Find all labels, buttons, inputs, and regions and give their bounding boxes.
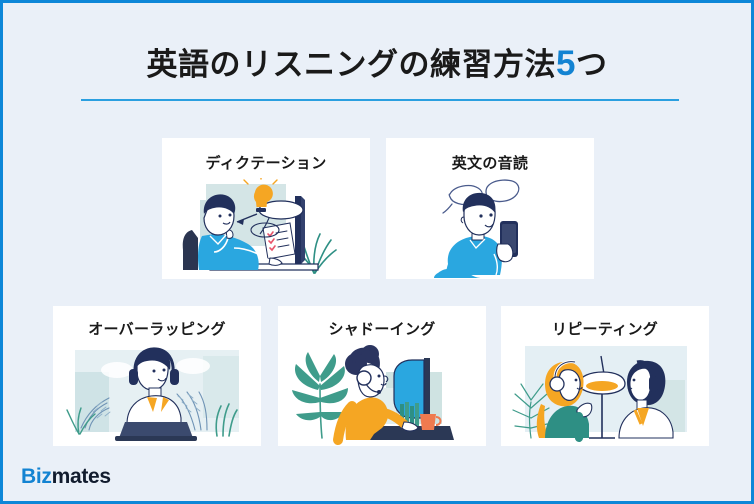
card-shadowing-label: シャドーイング [328,321,436,338]
card-dictation[interactable]: ディクテーション [162,138,370,279]
card-shadowing[interactable]: シャドーイング [278,306,486,446]
card-reading-aloud-illustration [386,178,594,279]
person-with-headphones-at-laptop-with-plants-icon [66,347,239,441]
logo-mates-text: mates [51,465,112,488]
card-shadowing-illustration [278,342,486,446]
card-repeating-illustration [501,342,709,446]
title-underline-rule [81,99,679,101]
logo-biz-text: Biz [21,465,52,488]
woman-in-yellow-with-headset-at-monitor-icon [292,345,454,445]
page-title-main: 英語のリスニングの練習方法 [146,47,557,82]
page-title-suffix: つ [575,47,608,82]
person-at-desk-with-lightbulb-and-checklist-icon [182,178,337,274]
card-repeating-label: リピーティング [551,321,659,338]
card-dictation-label: ディクテーション [205,155,327,172]
card-overlapping-illustration [53,342,261,446]
bizmates-logo: Bizmates [21,466,111,487]
card-reading-aloud-label: 英文の音読 [451,155,529,172]
card-repeating[interactable]: リピーティング [501,306,709,446]
page-title-text: 英語のリスニングの練習方法5つ [147,43,608,85]
card-overlapping-label: オーバーラッピング [88,321,226,338]
page-title: 英語のリスニングの練習方法5つ [3,43,751,85]
person-holding-phone-with-speech-bubbles-icon [434,179,520,278]
card-dictation-illustration [162,178,370,279]
card-overlapping[interactable]: オーバーラッピング [53,306,261,446]
card-reading-aloud[interactable]: 英文の音読 [386,138,594,279]
two-people-with-headphones-and-microphone-icon [512,346,687,442]
page-title-number: 5 [556,44,576,83]
